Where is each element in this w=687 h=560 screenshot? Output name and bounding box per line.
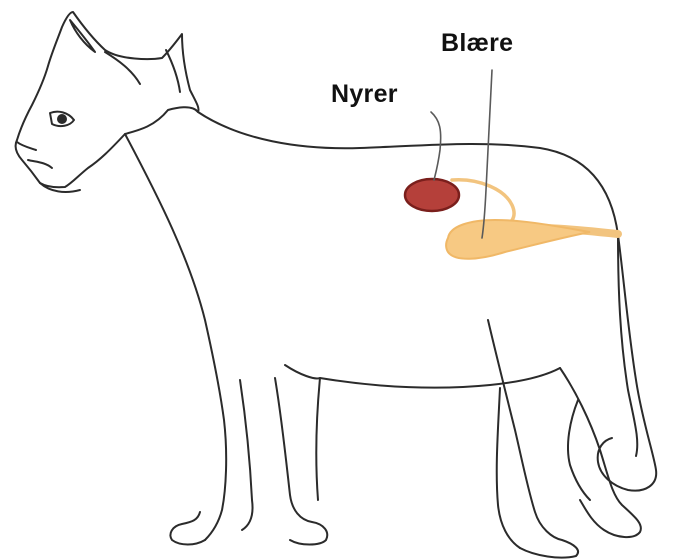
front-leg-back-edge (240, 380, 253, 530)
urinary-system (405, 179, 618, 259)
cat-chest-outline (125, 134, 226, 540)
front-right-leg (275, 378, 327, 545)
kidney (405, 179, 459, 211)
kidneys-label: Nyrer (331, 80, 398, 109)
leader-lines (431, 70, 492, 238)
hind-left-leg-inner (497, 388, 520, 548)
cat-pupil (57, 114, 67, 124)
cat-back-outline (198, 112, 656, 491)
cat-head-outline (16, 12, 199, 187)
cat-nose (17, 142, 36, 150)
front-left-paw (170, 512, 205, 545)
bladder-label: Blære (441, 29, 513, 58)
kidney-leader-line (431, 112, 441, 180)
cat-tail-inner (618, 235, 637, 456)
bladder-leader-line (482, 70, 492, 238)
front-right-leg-inner (285, 365, 320, 500)
right-ear-inner (166, 50, 180, 92)
cat-mouth (28, 160, 52, 168)
cat-belly (320, 368, 560, 388)
